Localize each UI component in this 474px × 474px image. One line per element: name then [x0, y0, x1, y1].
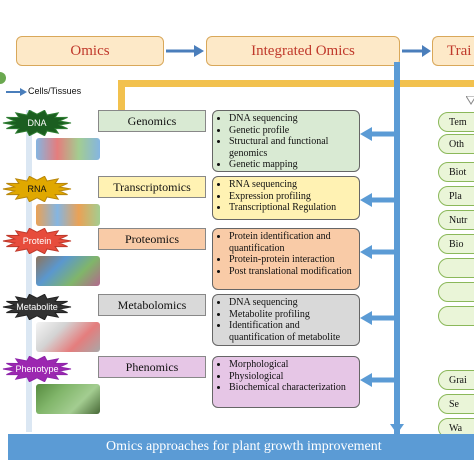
description-item: Genetic profile — [229, 125, 355, 137]
omics-description-box: DNA sequencingGenetic profileStructural … — [212, 110, 360, 172]
description-item: Protein identification and quantificatio… — [229, 231, 355, 254]
trait-oval — [438, 306, 474, 326]
level-badge-label: Metabolite — [16, 302, 58, 312]
omics-level-box: Genomics — [98, 110, 206, 132]
trait-label: Pla — [449, 190, 462, 202]
trait-oval — [438, 258, 474, 278]
traits-header-label: Trai — [447, 42, 472, 59]
starburst-badge-icon — [2, 294, 72, 320]
arrow-right-icon — [166, 45, 204, 57]
arrow-left-icon — [360, 373, 394, 387]
gold-connector-horizontal — [118, 80, 474, 87]
trait-label: Wa — [449, 422, 463, 434]
omics-description-box: Protein identification and quantificatio… — [212, 228, 360, 290]
trait-oval: Biot — [438, 162, 474, 182]
trait-label: Biot — [449, 166, 467, 178]
integration-vertical-bar — [394, 62, 400, 434]
description-item: Genetic mapping — [229, 159, 355, 171]
trait-label: Oth — [449, 138, 464, 150]
arrow-down-icon — [390, 424, 404, 434]
trait-oval — [438, 282, 474, 302]
arrow-right-icon — [402, 45, 431, 57]
description-item: DNA sequencing — [229, 113, 355, 125]
omics-level-name: Transcriptomics — [113, 179, 191, 194]
omics-level-name: Phenomics — [125, 359, 179, 374]
starburst-badge-icon — [2, 356, 72, 382]
omics-level-box: Transcriptomics — [98, 176, 206, 198]
starburst-badge-icon — [2, 228, 72, 254]
level-illustration — [36, 256, 100, 286]
omics-header-label: Omics — [70, 42, 110, 59]
description-item: RNA sequencing — [229, 179, 355, 191]
trait-label: Bio — [449, 238, 464, 250]
level-badge-label: RNA — [27, 184, 47, 194]
starburst-badge-icon — [2, 176, 72, 202]
arrow-right-icon — [6, 88, 27, 96]
omics-level-name: Genomics — [127, 113, 177, 128]
omics-level-box: Phenomics — [98, 356, 206, 378]
footer-banner: Omics approaches for plant growth improv… — [8, 434, 474, 460]
arrow-left-icon — [360, 127, 394, 141]
description-item: Identification and quantification of met… — [229, 320, 355, 343]
trait-oval: Pla — [438, 186, 474, 206]
integrated-omics-header-box: Integrated Omics — [206, 36, 400, 66]
omics-level-name: Proteomics — [125, 231, 179, 246]
level-illustration — [36, 384, 100, 414]
description-item: Post translational modification — [229, 266, 355, 278]
description-item: Protein-protein interaction — [229, 254, 355, 266]
description-item: Structural and functional genomics — [229, 136, 355, 159]
description-item: Metabolite profiling — [229, 309, 355, 321]
leaf-fragment-icon — [0, 72, 6, 84]
description-item: Expression profiling — [229, 191, 355, 203]
arrow-left-icon — [360, 193, 394, 207]
omics-header-box: Omics — [16, 36, 164, 66]
trait-label: Se — [449, 398, 459, 410]
level-illustration — [36, 138, 100, 160]
omics-level-name: Metabolomics — [117, 297, 187, 312]
level-illustration — [36, 204, 100, 226]
omics-level-box: Proteomics — [98, 228, 206, 250]
omics-level-box: Metabolomics — [98, 294, 206, 316]
footer-title: Omics approaches for plant growth improv… — [106, 439, 382, 454]
gold-connector-inner — [125, 87, 474, 90]
level-badge-label: Phenotype — [15, 364, 59, 374]
level-badge-label: DNA — [27, 118, 47, 128]
trait-label: Nutr — [449, 214, 468, 226]
description-item: Transcriptional Regulation — [229, 202, 355, 214]
starburst-badge-icon — [2, 110, 72, 136]
trait-label: Tem — [449, 116, 467, 128]
arrow-left-icon — [360, 245, 394, 259]
trait-oval: Grai — [438, 370, 474, 390]
omics-description-box: MorphologicalPhysiologicalBiochemical ch… — [212, 356, 360, 408]
description-item: Physiological — [229, 371, 355, 383]
trait-oval: Nutr — [438, 210, 474, 230]
arrow-left-icon — [360, 311, 394, 325]
trait-oval: Bio — [438, 234, 474, 254]
description-item: Morphological — [229, 359, 355, 371]
level-badge-label: Protein — [22, 236, 52, 246]
description-item: Biochemical characterization — [229, 382, 355, 394]
omics-description-box: DNA sequencingMetabolite profilingIdenti… — [212, 294, 360, 346]
level-illustration — [36, 322, 100, 352]
left-stem-line — [26, 110, 32, 432]
cells-tissues-label: Cells/Tissues — [28, 86, 82, 96]
trait-label: Grai — [449, 374, 467, 386]
trait-oval: Tem — [438, 112, 474, 132]
traits-header-box: Trai — [432, 36, 474, 66]
omics-description-box: RNA sequencingExpression profilingTransc… — [212, 176, 360, 220]
trait-oval: Se — [438, 394, 474, 414]
gold-connector-vertical — [118, 80, 125, 110]
arrow-down-icon — [466, 96, 474, 105]
trait-oval: Oth — [438, 134, 474, 154]
description-item: DNA sequencing — [229, 297, 355, 309]
integrated-omics-header-label: Integrated Omics — [251, 42, 355, 59]
